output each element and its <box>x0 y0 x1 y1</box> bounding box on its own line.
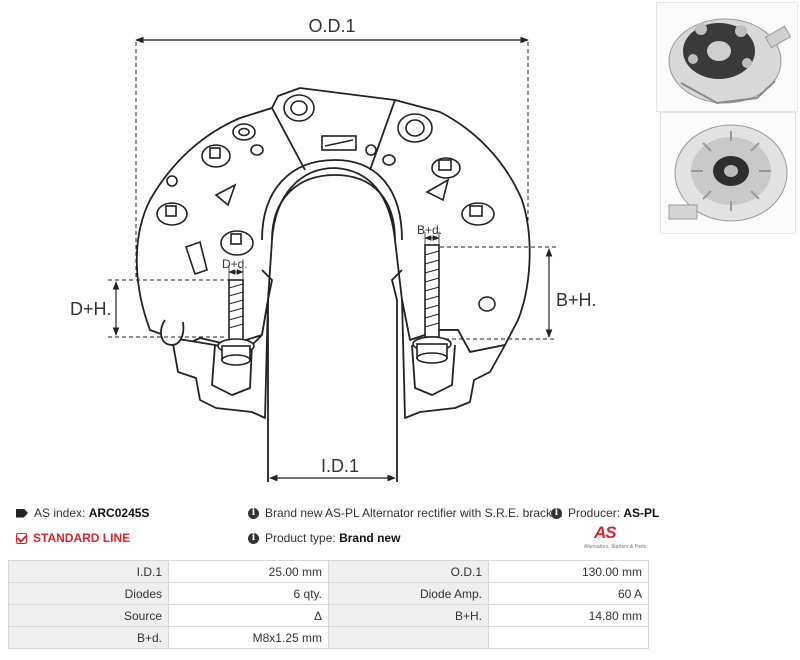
producer-value: AS-PL <box>623 506 660 520</box>
spec-label: O.D.1 <box>328 560 489 583</box>
logo-tagline: Alternators, Starters & Parts <box>584 544 647 550</box>
od-label: O.D.1 <box>308 16 355 36</box>
bracket-photo-icon <box>668 124 788 222</box>
check-icon <box>16 532 27 544</box>
tag-icon <box>16 508 28 518</box>
bd-dimension: B+d. <box>417 223 442 248</box>
as-logo[interactable]: AS Alternators, Starters & Parts <box>584 523 654 553</box>
spec-label: B+d. <box>8 626 169 649</box>
info-icon: i <box>248 507 259 519</box>
spec-label: B+H. <box>328 604 489 627</box>
spec-label: I.D.1 <box>8 560 169 583</box>
dh-dimension: D+H. <box>70 279 230 338</box>
id-dimension: I.D.1 <box>267 300 398 482</box>
left-stud <box>217 279 255 366</box>
right-bracket <box>401 299 506 419</box>
spec-value: 25.00 mm <box>168 560 329 583</box>
id-label: I.D.1 <box>321 456 359 476</box>
product-type-row: i Product type: Brand new <box>248 531 400 545</box>
spec-value <box>488 626 649 649</box>
table-row: I.D.1 25.00 mm O.D.1 130.00 mm <box>8 560 649 583</box>
leg-shoulders <box>261 269 403 301</box>
rectifier-photo-icon <box>668 18 792 105</box>
logo-text: AS <box>594 523 617 542</box>
table-row: Diodes 6 qty. Diode Amp. 60 A <box>8 582 649 605</box>
spec-value: 60 A <box>488 582 649 605</box>
spec-table: I.D.1 25.00 mm O.D.1 130.00 mm Diodes 6 … <box>8 560 649 649</box>
info-icon: i <box>551 507 562 519</box>
rectifier-technical-drawing: O.D.1 I.D.1 <box>70 16 597 482</box>
as-index-label: AS index: <box>34 506 86 520</box>
product-type-value: Brand new <box>339 531 401 545</box>
spec-label: Diodes <box>8 582 169 605</box>
right-stud <box>412 244 452 364</box>
bd-label: B+d. <box>417 223 442 237</box>
spec-value: Δ <box>168 604 329 627</box>
standard-line-badge: STANDARD LINE <box>16 531 130 545</box>
dd-label: D+d. <box>222 257 248 271</box>
producer-label: Producer: <box>568 506 621 520</box>
terminal-pads <box>156 94 496 312</box>
product-photo-top[interactable] <box>656 2 798 112</box>
spec-label <box>328 626 489 649</box>
description-text: Brand new AS-PL Alternator rectifier wit… <box>265 506 563 520</box>
product-photo-bottom[interactable] <box>660 112 796 234</box>
od-dimension: O.D.1 <box>135 16 529 280</box>
spec-value: 130.00 mm <box>488 560 649 583</box>
spec-value: 6 qty. <box>168 582 329 605</box>
table-row: Source Δ B+H. 14.80 mm <box>8 604 649 627</box>
info-icon: i <box>248 532 259 544</box>
producer-row: i Producer: AS-PL <box>551 506 659 520</box>
dd-dimension: D+d. <box>222 257 248 282</box>
bh-label: B+H. <box>556 290 597 310</box>
dh-label: D+H. <box>70 299 112 319</box>
table-row: B+d. M8x1.25 mm <box>8 626 649 649</box>
spec-label: Source <box>8 604 169 627</box>
as-index-row: AS index: ARC0245S <box>16 506 149 520</box>
as-index-value: ARC0245S <box>88 506 150 520</box>
standard-line-label: STANDARD LINE <box>33 531 131 545</box>
spec-value: M8x1.25 mm <box>168 626 329 649</box>
bh-dimension: B+H. <box>440 246 597 340</box>
spec-value: 14.80 mm <box>488 604 649 627</box>
description-row: i Brand new AS-PL Alternator rectifier w… <box>248 506 562 520</box>
product-type-label: Product type: <box>265 531 336 545</box>
spec-label: Diode Amp. <box>328 582 489 605</box>
